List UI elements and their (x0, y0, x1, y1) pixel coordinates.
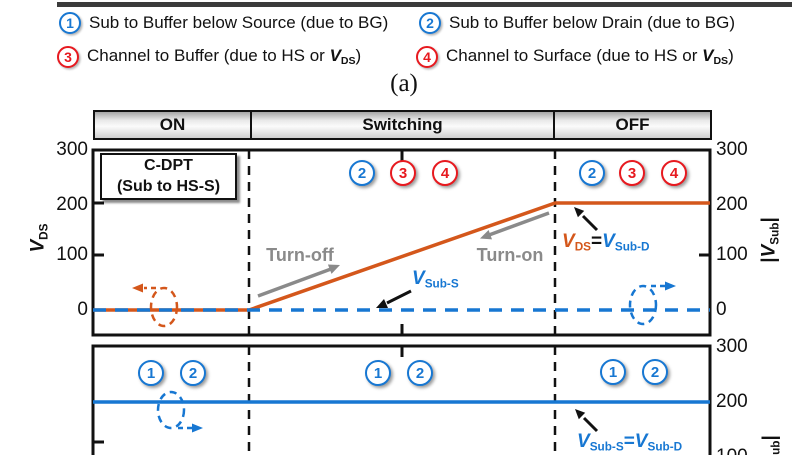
p1-left-tick-0: 0 (77, 299, 88, 320)
left-axis-indicator (132, 283, 179, 328)
phase-cell-on: ON (95, 112, 250, 138)
p1-off-marker-3: 3 (619, 160, 645, 186)
turn-on-label: Turn-on (476, 245, 544, 265)
plot2-ticks (93, 346, 404, 444)
right-axis-indicator-plot1 (628, 281, 676, 326)
phase-cell-off: OFF (555, 112, 710, 138)
vds-equals-vsubd-label: VDS=VSub-D (562, 231, 650, 254)
legend-item-2-label: Sub to Buffer below Drain (due to BG) (449, 13, 736, 32)
circled-1-icon: 1 (59, 12, 81, 34)
p1-off-marker-2: 2 (579, 160, 605, 186)
phase-boundary-lines (247, 150, 557, 455)
circled-3-icon: 3 (57, 46, 79, 68)
p1-left-tick-100: 100 (56, 244, 88, 265)
vds-vsubd-pointer-arrow (574, 207, 599, 232)
p1-left-tick-300: 300 (56, 139, 88, 160)
p2-sw-marker-1: 1 (365, 360, 391, 386)
vsubs-equals-vsubd-label: VSub-S=VSub-D (577, 431, 683, 454)
p2-right-tick-200: 200 (716, 391, 748, 412)
turn-off-label: Turn-off (266, 245, 334, 265)
p2-on-marker-1: 1 (138, 360, 164, 386)
plot1-title-box: C-DPT (Sub to HS-S) (100, 153, 237, 200)
p1-sw-marker-2: 2 (349, 160, 375, 186)
legend-item-4: 4 Channel to Surface (due to HS or VDS) (416, 46, 734, 68)
legend-item-2: 2 Sub to Buffer below Drain (due to BG) (419, 12, 735, 34)
subfigure-caption: (a) (390, 70, 418, 97)
p1-right-tick-100: 100 (716, 244, 748, 265)
p1-right-tick-0: 0 (716, 299, 727, 320)
p2-on-marker-2: 2 (180, 360, 206, 386)
circled-4-icon: 4 (416, 46, 438, 68)
p1-right-tick-300: 300 (716, 139, 748, 160)
p2-right-tick-100: 100 (716, 447, 758, 455)
legend-item-4-label: Channel to Surface (due to HS or VDS) (446, 46, 734, 68)
plot1-title-line1: C-DPT (144, 156, 193, 174)
legend-item-3-label: Channel to Buffer (due to HS or VDS) (87, 46, 362, 68)
plot1-title-line2: (Sub to HS-S) (116, 177, 221, 195)
p1-sw-marker-4: 4 (432, 160, 458, 186)
plot2-eq-pointer-arrow (575, 409, 599, 433)
circled-2-icon: 2 (419, 12, 441, 34)
legend-item-1: 1 Sub to Buffer below Source (due to BG) (59, 12, 388, 34)
legend-item-3: 3 Channel to Buffer (due to HS or VDS) (57, 46, 361, 68)
p2-off-marker-1: 1 (600, 359, 626, 385)
vds-line (93, 201, 710, 312)
phase-cell-switching: Switching (250, 112, 555, 138)
p1-off-marker-4: 4 (661, 160, 687, 186)
vsub-s-label: VSub-S (412, 268, 459, 291)
p1-left-tick-200: 200 (56, 194, 88, 215)
legend-item-1-label: Sub to Buffer below Source (due to BG) (89, 13, 389, 32)
p2-sw-marker-2: 2 (407, 360, 433, 386)
top-divider-bar (57, 2, 792, 7)
p2-off-marker-2: 2 (642, 359, 668, 385)
turn-off-arrow (257, 264, 340, 298)
p1-sw-marker-3: 3 (390, 160, 416, 186)
turn-on-arrow (480, 211, 550, 240)
p2-right-tick-300: 300 (716, 336, 748, 357)
right-axis-indicator-plot2 (156, 390, 203, 433)
p1-right-tick-200: 200 (716, 194, 748, 215)
phase-header-bar: ON Switching OFF (93, 110, 712, 140)
vsub-s-pointer-arrow (376, 289, 412, 308)
